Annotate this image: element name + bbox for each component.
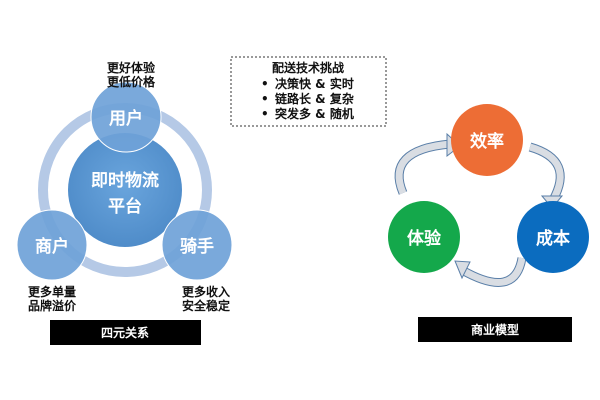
merchant-circle — [16, 209, 88, 281]
merchant-label: 商户 — [35, 236, 69, 257]
four-party-caption-box — [50, 320, 201, 345]
curved-arrow-icon — [454, 257, 527, 287]
challenge-item: 突发多 & 随机 — [275, 106, 354, 121]
efficiency-circle — [451, 104, 523, 176]
business-model-diagram: 效率 成本 体验 商业模型 — [388, 104, 589, 342]
rider-circle — [161, 209, 233, 281]
challenge-bullet: • — [261, 92, 269, 106]
curved-arrow-icon — [528, 142, 565, 209]
merchant-note-2: 品牌溢价 — [28, 298, 77, 313]
cost-circle — [517, 201, 589, 273]
four-party-diagram: 即时物流 平台 用户 更好体验 更低价格 商户 更多单量 品牌溢价 骑手 更多收… — [16, 60, 233, 345]
business-model-caption-box — [418, 317, 572, 342]
rider-label: 骑手 — [180, 236, 214, 257]
rider-note-1: 更多收入 — [182, 284, 230, 299]
user-note-1: 更好体验 — [107, 60, 156, 75]
curved-arrow-icon — [394, 132, 461, 195]
user-circle — [90, 81, 162, 153]
experience-circle — [388, 201, 460, 273]
challenge-item: 链路长 & 复杂 — [275, 91, 354, 106]
business-model-caption: 商业模型 — [471, 322, 519, 337]
platform-circle — [68, 133, 182, 247]
platform-label-line2: 平台 — [108, 196, 142, 217]
challenge-bullet: • — [261, 107, 269, 121]
challenges-box: 配送技术挑战 • 决策快 & 实时 • 链路长 & 复杂 • 突发多 & 随机 — [230, 56, 387, 127]
rider-note-2: 安全稳定 — [182, 298, 230, 313]
challenge-item: 决策快 & 实时 — [275, 76, 354, 91]
experience-label: 体验 — [407, 228, 442, 249]
cost-label: 成本 — [536, 228, 570, 249]
challenge-bullet: • — [261, 77, 269, 91]
challenges-title: 配送技术挑战 — [272, 60, 344, 75]
platform-label-line1: 即时物流 — [91, 170, 159, 191]
four-party-caption: 四元关系 — [101, 325, 149, 340]
user-note-2: 更低价格 — [107, 74, 156, 89]
user-label: 用户 — [109, 108, 143, 129]
merchant-note-1: 更多单量 — [28, 284, 76, 299]
efficiency-label: 效率 — [470, 131, 504, 152]
